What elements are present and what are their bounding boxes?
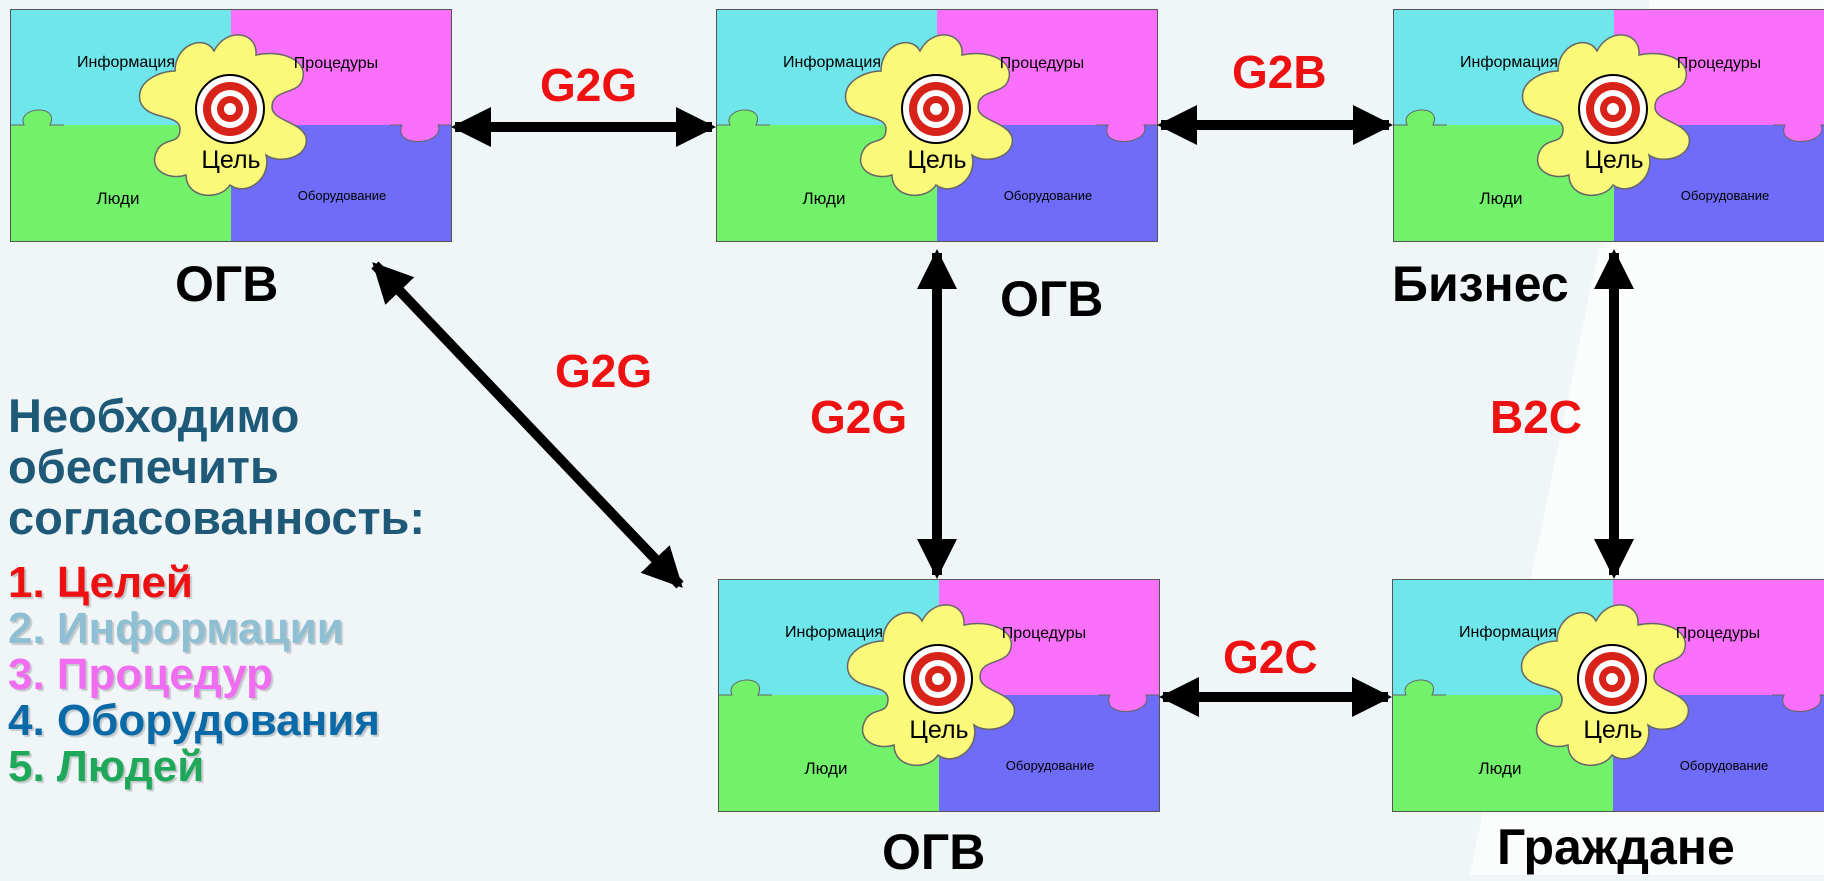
relation-label-g2g-top: G2G (540, 58, 637, 112)
list-item-information: 2. Информации (8, 606, 380, 652)
list-item-goals: 1. Целей (8, 560, 380, 606)
relation-label-g2b: G2B (1232, 45, 1327, 99)
heading-line-3: согласованность: (8, 492, 425, 543)
caption-ogv-3: ОГВ (882, 823, 985, 881)
caption-ogv-1: ОГВ (175, 255, 278, 313)
heading-line-1: Необходимо (8, 390, 425, 441)
relation-label-g2c: G2C (1223, 630, 1318, 684)
consistency-list: 1. Целей 2. Информации 3. Процедур 4. Об… (8, 560, 380, 790)
caption-business: Бизнес (1392, 255, 1569, 313)
consistency-heading: Необходимо обеспечить согласованность: (8, 390, 425, 543)
caption-ogv-2: ОГВ (1000, 270, 1103, 328)
relation-label-g2g-vertical: G2G (810, 390, 907, 444)
heading-line-2: обеспечить (8, 441, 425, 492)
list-item-procedures: 3. Процедур (8, 652, 380, 698)
list-item-equipment: 4. Оборудования (8, 698, 380, 744)
list-item-people: 5. Людей (8, 744, 380, 790)
relation-label-g2g-diagonal: G2G (555, 344, 652, 398)
caption-citizens: Граждане (1497, 818, 1735, 876)
relation-label-b2c: B2C (1490, 390, 1582, 444)
